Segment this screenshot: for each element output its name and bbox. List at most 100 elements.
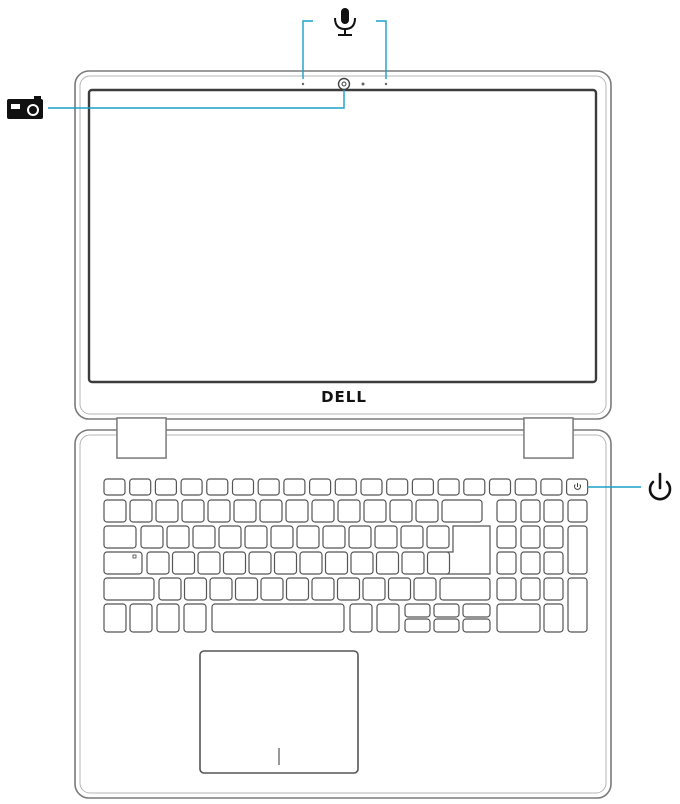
key: [146, 551, 170, 575]
caps-lock-indicator: [132, 554, 137, 559]
key: [389, 499, 413, 523]
key: [413, 577, 437, 601]
base-inner: [79, 434, 607, 794]
enter-key: [446, 525, 491, 575]
camera-icon: [7, 96, 43, 119]
key: [183, 577, 208, 601]
key: [260, 577, 284, 601]
key: [207, 499, 231, 523]
numpad-key: [496, 525, 517, 549]
alt-key: [349, 603, 373, 633]
key: [233, 499, 257, 523]
arrow-up-key: [404, 603, 431, 618]
key: [426, 551, 451, 575]
numpad-key: [543, 499, 564, 523]
function-key: [103, 478, 126, 496]
arrow-left-key: [404, 618, 431, 633]
camera-lens-inner: [341, 81, 347, 87]
key: [171, 551, 196, 575]
key: [336, 577, 361, 601]
function-key: [437, 478, 460, 496]
key: [234, 577, 259, 601]
left-shift-key: [103, 577, 155, 601]
key: [363, 499, 387, 523]
function-key: [129, 478, 152, 496]
display-screen: [87, 88, 598, 384]
key: [400, 525, 424, 549]
key: [375, 551, 400, 575]
key: [387, 577, 412, 601]
callout-microphones: [302, 20, 387, 79]
display-lid: DELL: [74, 70, 612, 420]
key: [311, 499, 335, 523]
function-key: [257, 478, 280, 496]
key: [155, 499, 179, 523]
key: [426, 525, 450, 549]
key: [415, 499, 439, 523]
arrow-up-key: [462, 603, 491, 618]
power-icon: [648, 472, 672, 501]
microphone-icon: [334, 8, 356, 36]
function-key: [154, 478, 177, 496]
key: [285, 499, 309, 523]
callout-line-mic-right: [376, 20, 387, 79]
key: [299, 551, 323, 575]
right-shift-key: [439, 577, 491, 601]
callout-line-camera: [48, 90, 345, 109]
key: [259, 499, 283, 523]
function-key: [334, 478, 357, 496]
function-key: [231, 478, 255, 496]
function-key: [283, 478, 306, 496]
camera-status-light: [361, 82, 365, 86]
key: [218, 525, 242, 549]
function-key: [463, 478, 486, 496]
key: [401, 551, 425, 575]
key: [337, 499, 361, 523]
power-key-glyph: [574, 483, 581, 490]
key: [362, 577, 386, 601]
fn-key: [129, 603, 153, 633]
caps-lock-key: [103, 551, 143, 575]
arrow-up-key: [433, 603, 460, 618]
numpad-enter-key: [567, 577, 588, 633]
function-key: [386, 478, 409, 496]
function-key: [180, 478, 203, 496]
function-key: [488, 478, 512, 496]
alt-key: [183, 603, 207, 633]
key: [273, 551, 298, 575]
dell-logo: DELL: [321, 388, 367, 406]
keyboard: [103, 478, 589, 633]
function-key: [360, 478, 383, 496]
key: [140, 525, 164, 549]
ctrl-key: [376, 603, 400, 633]
numpad-key: [496, 499, 517, 523]
numpad-key: [520, 551, 541, 575]
key: [181, 499, 205, 523]
base-outer: [74, 429, 612, 799]
touchpad: [199, 650, 359, 774]
numpad-key: [496, 551, 517, 575]
key: [158, 577, 182, 601]
hinge-left-front: [116, 417, 167, 459]
key: [285, 577, 310, 601]
numpad-key: [567, 499, 588, 523]
key: [350, 551, 374, 575]
numpad-key: [520, 499, 541, 523]
key: [374, 525, 398, 549]
microphone-right: [384, 82, 388, 86]
function-key: [514, 478, 537, 496]
key: [270, 525, 294, 549]
lid-inner-bezel: [79, 75, 607, 415]
function-key: [206, 478, 229, 496]
keyboard-base: [74, 417, 612, 799]
microphone-left: [301, 82, 305, 86]
ctrl-key: [103, 603, 127, 633]
arrow-down-key: [433, 618, 460, 633]
tab-key: [103, 525, 137, 549]
numpad-key: [543, 551, 564, 575]
numpad-key: [496, 577, 517, 601]
numpad-key: [543, 603, 564, 633]
key: [192, 525, 216, 549]
callout-line-mic-left: [302, 20, 313, 79]
